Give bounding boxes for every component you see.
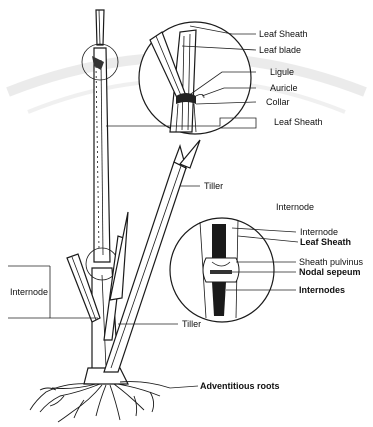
leaf-detail-circle — [139, 22, 251, 134]
label-tiller-lower: Tiller — [182, 319, 201, 329]
label-internode-heading: Internode — [276, 202, 314, 212]
node-detail-circle — [170, 218, 274, 322]
label-nodal-septum: Nodal sepeum — [299, 267, 361, 277]
label-internode-left: Internode — [10, 287, 48, 297]
label-sheath-pulvinus: Sheath pulvinus — [299, 257, 364, 267]
label-internode-detail: Internode — [300, 227, 338, 237]
label-adventitious-roots: Adventitious roots — [200, 381, 280, 391]
adventitious-roots — [30, 382, 170, 422]
label-tiller-upper: Tiller — [204, 181, 223, 191]
label-leaf-blade: Leaf blade — [259, 45, 301, 55]
label-collar: Collar — [266, 97, 290, 107]
label-auricle: Auricle — [270, 83, 298, 93]
label-leaf-sheath-top: Leaf Sheath — [259, 29, 308, 39]
label-leaf-sheath-detail: Leaf Sheath — [300, 237, 351, 247]
label-internodes: Internodes — [299, 285, 345, 295]
label-leaf-sheath-mid: Leaf Sheath — [274, 117, 323, 127]
label-ligule: Ligule — [270, 67, 294, 77]
